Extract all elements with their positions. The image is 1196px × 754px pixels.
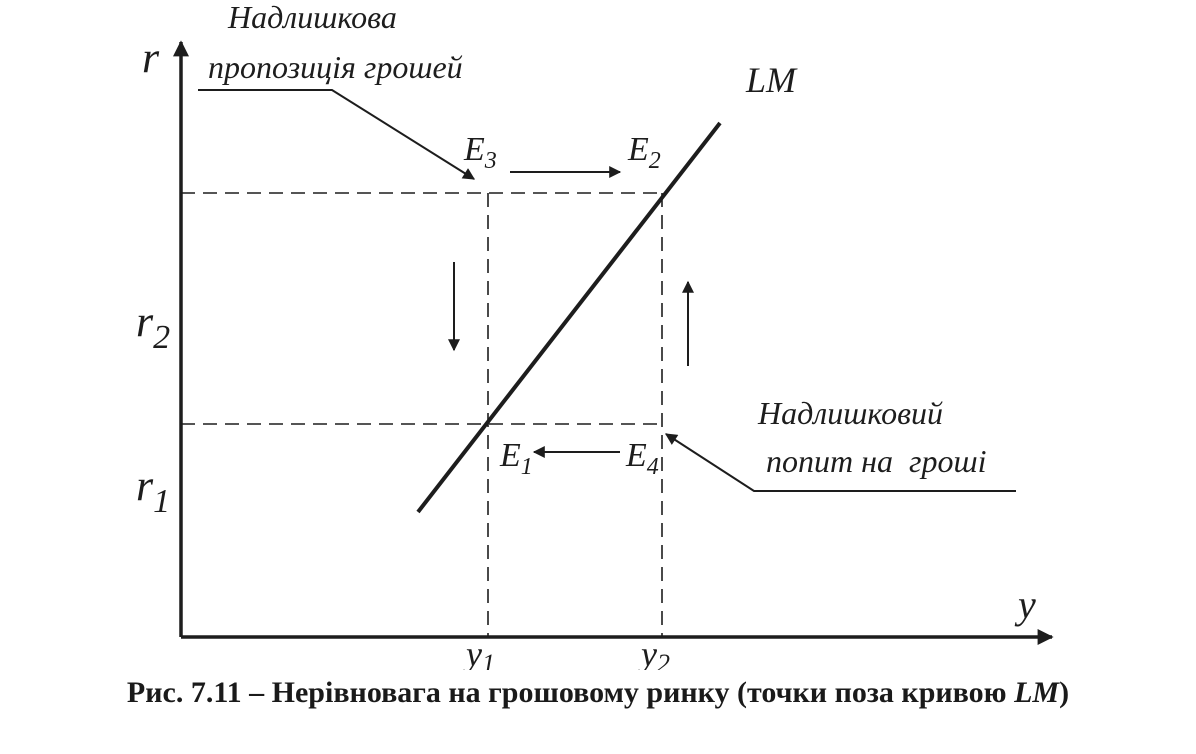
lm-curve: [416, 121, 722, 514]
y1-tick-label: y1: [463, 634, 495, 670]
excess-supply-annotation-line2: пропозиція грошей: [208, 49, 463, 85]
x-axis-label: y: [1014, 582, 1036, 627]
r2-tick-label: r2: [136, 297, 170, 356]
y2-tick-label: y2: [638, 634, 670, 670]
excess-supply-annotation-line1: Надлишкова: [227, 0, 397, 35]
r1-tick-label: r1: [136, 461, 170, 520]
excess-demand-annotation-line1: Надлишковий: [757, 395, 943, 431]
lm-curve-label: LM: [745, 60, 798, 100]
excess-supply-leader-arrow: [198, 89, 476, 180]
excess-demand-leader-arrow: [664, 433, 1016, 492]
point-e1-label: E1: [499, 437, 533, 480]
money-market-disequilibrium-diagram: r y r2 r1 y1 y2 LM E3 E2 E1 E4 Надлишков…: [136, 0, 1054, 670]
point-e2-label: E2: [627, 131, 661, 174]
figure-caption: Рис. 7.11 – Нерівновага на грошовому рин…: [126, 676, 1070, 709]
y-axis-label: r: [142, 33, 160, 82]
point-e3-label: E3: [463, 131, 497, 174]
excess-demand-annotation-line2: попит на гроші: [766, 443, 987, 479]
point-e4-label: E4: [625, 437, 659, 480]
